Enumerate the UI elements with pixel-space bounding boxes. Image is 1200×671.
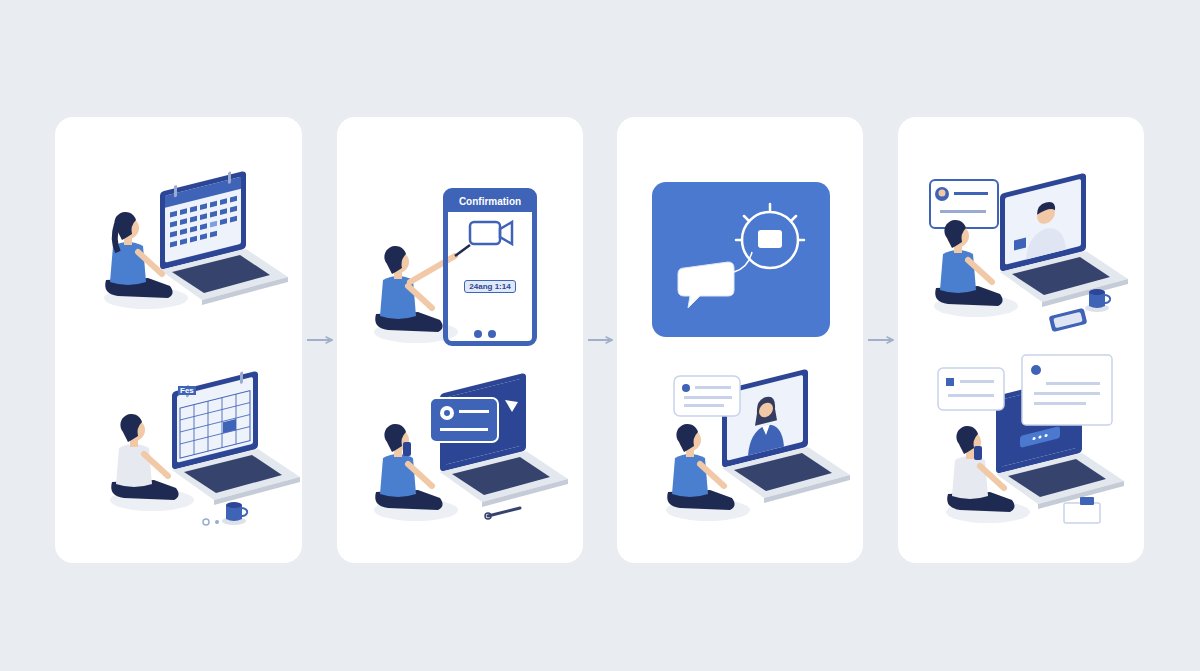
step-panel bbox=[898, 117, 1144, 563]
flow-arrow bbox=[868, 339, 893, 341]
tablet-screen: Confirmation 24ang 1:14 bbox=[443, 188, 537, 346]
flow-arrow bbox=[307, 339, 332, 341]
step-panel bbox=[617, 117, 863, 563]
flow-arrow bbox=[588, 339, 612, 341]
step-panel: Confirmation 24ang 1:14 bbox=[337, 117, 583, 563]
calendar-label: Fes bbox=[178, 386, 196, 395]
screen-header: Confirmation bbox=[448, 193, 532, 212]
step-panel bbox=[55, 117, 302, 563]
screen-button: 24ang 1:14 bbox=[464, 280, 515, 293]
